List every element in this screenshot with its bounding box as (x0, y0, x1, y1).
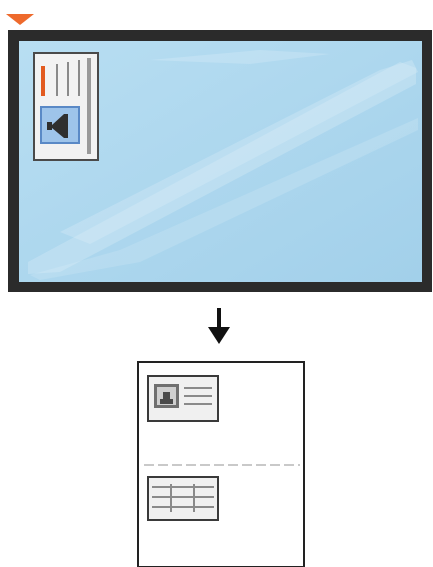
id-card-front-icon (147, 375, 219, 422)
printed-page-icon (138, 362, 304, 567)
id-card-accent (41, 66, 45, 96)
orange-triangle-marker-icon (6, 14, 34, 25)
id-card-icon (33, 52, 99, 161)
id-card-back-icon (147, 476, 219, 521)
arrow-down-icon (208, 308, 230, 344)
